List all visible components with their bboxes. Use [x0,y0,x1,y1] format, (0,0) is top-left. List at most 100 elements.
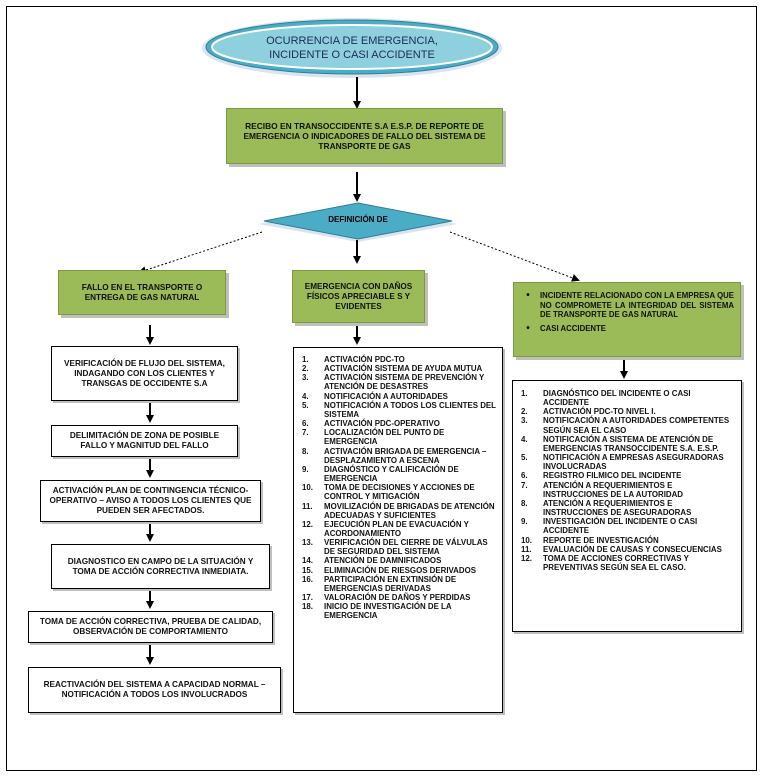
right-step-item-number: 6. [521,471,528,481]
middle-step-item-number: 1. [302,355,309,364]
middle-step-item-text: ACTIVACIÓN SISTEMA DE PREVENCIÓN Y ATENC… [324,373,485,392]
receipt-box: RECIBO EN TRANSOCCIDENTE S.A E.S.P. DE R… [226,108,503,164]
middle-step-item-text: VALORACIÓN DE DAÑOS Y PERDIDAS [324,593,471,603]
right-step-item: 5.NOTIFICACIÓN A EMPRESAS ASEGURADORAS I… [519,453,737,471]
middle-step-item-text: VERIFICACIÓN DEL CIERRE DE VÁLVULAS DE S… [324,538,488,557]
right-step-item-number: 1. [521,389,528,398]
middle-step-item-number: 8. [302,446,309,456]
left-step-1: VERIFICACIÓN DE FLUJO DEL SISTEMA, INDAG… [51,346,238,401]
middle-step-item-text: NOTIFICACIÓN A TODOS LOS CLIENTES DEL SI… [324,400,496,419]
middle-step-item-text: ELIMINACIÓN DE RIESGOS DERIVADOS [324,565,476,575]
middle-step-item-number: 16. [302,574,313,584]
branch-middle-title: EMERGENCIA CON DAÑOS FÍSICOS APRECIABLE … [292,270,425,323]
right-step-item: 10. REPORTE DE INVESTIGACIÓN [519,536,737,545]
decision-diamond [258,202,458,242]
branch-line-right [449,231,580,282]
middle-step-item: 16. PARTICIPACIÓN EN EXTINSIÓN DE EMERGEN… [300,575,498,593]
middle-step-item: 17. VALORACIÓN DE DAÑOS Y PERDIDAS [300,593,498,602]
left-step-5: TOMA DE ACCIÓN CORRECTIVA, PRUEBA DE CAL… [28,611,273,643]
left-step-4: DIAGNOSTICO EN CAMPO DE LA SITUACIÓN Y T… [51,544,270,589]
middle-step-item-number: 13. [302,538,313,548]
right-step-item-text: DIAGNÓSTICO DEL INCIDENTE O CASI ACCIDEN… [543,389,691,408]
middle-step-item: 8. ACTIVACIÓN BRIGADA DE EMERGENCIA – DES… [300,447,498,465]
branch-left-title: FALLO EN EL TRANSPORTE O ENTREGA DE GAS … [58,270,226,315]
middle-step-item-number: 7. [302,428,309,438]
branch-left-title-label: FALLO EN EL TRANSPORTE O ENTREGA DE GAS … [81,282,203,302]
right-step-item-number: 10. [521,535,532,545]
middle-step-item: 15. ELIMINACIÓN DE RIESGOS DERIVADOS [300,566,498,575]
middle-step-item: 3. ACTIVACIÓN SISTEMA DE PREVENCIÓN Y ATE… [300,373,498,391]
middle-step-item: 1. ACTIVACIÓN PDC-TO [300,355,498,364]
right-step-list: 1. DIAGNÓSTICO DEL INCIDENTE O CASI ACCID… [512,380,742,632]
middle-step-list: 1. ACTIVACIÓN PDC-TO 2. ACTIVACIÓN SISTEMA … [293,347,503,713]
middle-step-item-number: 3. [302,373,309,383]
middle-step-item-text: LOCALIZACIÓN DEL PUNTO DE EMERGENCIA [324,428,445,447]
right-step-item: 3. NOTIFICACIÓN A AUTORIDADES COMPETENTES… [519,416,737,434]
middle-step-item-text: EJECUCIÓN PLAN DE EVACUACIÓN Y ACORDONAM… [324,519,469,538]
right-step-item-text: REGISTRO FILMICO DEL INCIDENTE [543,471,682,481]
middle-step-item: 13. VERIFICACIÓN DEL CIERRE DE VÁLVULAS D… [300,538,498,556]
middle-step-item-number: 17. [302,593,313,603]
right-step-item-number: 3. [521,416,528,426]
middle-step-item-text: NOTIFICACIÓN A AUTORIDADES [324,391,448,401]
right-step-item-text: NOTIFICACIÓN A AUTORIDADES COMPETENTES S… [543,416,730,435]
right-step-item-number: 11. [521,544,532,554]
left-step-3: ACTIVACIÓN PLAN DE CONTINGENCIA TÉCNICO-… [40,480,261,522]
middle-step-item-text: ACTIVACIÓN BRIGADA DE EMERGENCIA – DESPL… [324,446,487,465]
right-step-item-text: INVESTIGACIÓN DEL INCIDENTE O CASI ACCID… [543,517,698,536]
right-step-item: 9. INVESTIGACIÓN DEL INCIDENTE O CASI ACC… [519,517,737,535]
middle-step-item-number: 10. [302,483,313,493]
start-label: OCURRENCIA DE EMERGENCIA, INCIDENTE O CA… [266,34,438,61]
diagram-frame [6,6,757,771]
right-step-item-text: EVALUACIÓN DE CAUSAS Y CONSECUENCIAS [543,544,722,554]
right-step-item-text: TOMA DE ACCIONES CORRECTIVAS Y PREVENTIV… [543,553,689,572]
middle-step-item-number: 9. [302,464,309,474]
right-step-item-text: ATENCIÓN A REQUERIMIENTOS E INSTRUCCIONE… [543,498,692,518]
right-step-item: 8.ATENCIÓN A REQUERIMIENTOS E INSTRUCCIO… [519,499,737,517]
middle-step-item: 2. ACTIVACIÓN SISTEMA DE AYUDA MUTUA [300,364,498,373]
right-step-item: 1. DIAGNÓSTICO DEL INCIDENTE O CASI ACCID… [519,389,737,407]
middle-step-item-text: ACTIVACIÓN SISTEMA DE AYUDA MUTUA [324,364,483,374]
middle-step-item: 18.INICIO DE INVESTIGACIÓN DE LA EMERGEN… [300,602,498,620]
right-step-item-number: 12. [521,553,532,563]
right-step-item-text: NOTIFICACIÓN A EMPRESAS ASEGURADORAS INV… [543,453,724,472]
middle-step-item-number: 15. [302,565,313,575]
right-step-item-text: ACTIVACIÓN PDC-TO NIVEL I. [543,407,656,417]
middle-step-item: 12. EJECUCIÓN PLAN DE EVACUACIÓN Y ACORDO… [300,520,498,538]
right-step-item: 7. ATENCIÓN A REQUERIMIENTOS E INSTRUCCIO… [519,481,737,499]
left-step-6: REACTIVACIÓN DEL SISTEMA A CAPACIDAD NOR… [28,667,281,713]
middle-step-item-text: MOVILIZACIÓN DE BRIGADAS DE ATENCIÓN ADE… [324,501,495,520]
middle-step-item-text: ACTIVACIÓN PDC-TO [324,355,405,364]
branch-line-left [138,231,263,274]
middle-step-item-number: 14. [302,556,313,566]
right-step-item-number: 2. [521,407,528,417]
middle-step-item-text: ACTIVACIÓN PDC-OPERATIVO [324,419,440,429]
middle-step-item: 14.ATENCIÓN DE DAMNIFICADOS [300,556,498,565]
middle-step-item-number: 4. [302,391,309,401]
middle-step-item: 4. NOTIFICACIÓN A AUTORIDADES [300,392,498,401]
right-step-item-text: REPORTE DE INVESTIGACIÓN [543,535,659,545]
right-step-item: 4.NOTIFICACIÓN A SISTEMA DE ATENCIÓN DE … [519,435,737,453]
receipt-label: RECIBO EN TRANSOCCIDENTE S.A E.S.P. DE R… [243,120,486,152]
right-step-item-text: NOTIFICACIÓN A SISTEMA DE ATENCIÓN DE EM… [543,434,719,453]
middle-step-item: 5.NOTIFICACIÓN A TODOS LOS CLIENTES DEL … [300,401,498,419]
middle-step-item-text: TOMA DE DECISIONES Y ACCIONES DE CONTROL… [324,483,475,502]
right-step-item-number: 7. [521,480,528,490]
right-bullet-1: •INCIDENTE RELACIONADO CON LA EMPRESA QU… [526,290,734,319]
right-step-item: 6. REGISTRO FILMICO DEL INCIDENTE [519,471,737,480]
start-oval [202,18,502,78]
left-step-2: DELIMITACIÓN DE ZONA DE POSIBLE FALLO Y … [51,425,238,457]
middle-step-item-text: PARTICIPACIÓN EN EXTINSIÓN DE EMERGENCIA… [324,574,457,593]
middle-step-item-number: 6. [302,419,309,429]
middle-step-item-number: 12. [302,519,313,529]
middle-step-item-text: DIAGNÓSTICO Y CALIFICACIÓN DE EMERGENCIA [324,464,459,484]
middle-step-item: 9. DIAGNÓSTICO Y CALIFICACIÓN DE EMERGENC… [300,465,498,483]
right-step-item-number: 9. [521,517,528,527]
middle-step-item: 11. MOVILIZACIÓN DE BRIGADAS DE ATENCIÓN … [300,502,498,520]
middle-step-item: 10. TOMA DE DECISIONES Y ACCIONES DE CONT… [300,483,498,501]
middle-step-item-number: 11. [302,501,313,511]
right-step-item-text: ATENCIÓN A REQUERIMIENTOS E INSTRUCCIONE… [543,480,683,499]
middle-step-item-number: 2. [302,364,309,374]
middle-step-item-number: 18. [302,602,313,612]
